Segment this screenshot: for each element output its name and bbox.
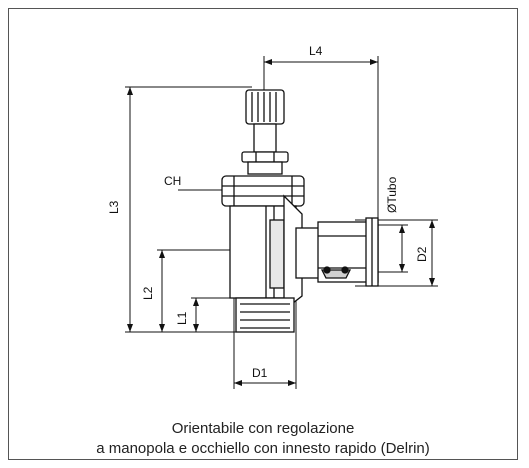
drawing-frame	[8, 8, 518, 460]
caption-line-1: Orientabile con regolazione	[171, 420, 355, 437]
lock-nut	[241, 151, 289, 163]
bottom-thread	[235, 297, 295, 333]
l2-label: L2	[141, 286, 155, 300]
tubo-label: ØTubo	[385, 176, 399, 213]
ch-label: CH	[164, 174, 181, 188]
d1-label: D1	[252, 366, 268, 380]
stem	[253, 123, 277, 153]
d2-label: D2	[415, 246, 429, 262]
l4-label: L4	[309, 44, 323, 58]
l1-label: L1	[175, 311, 189, 325]
connector-neck	[295, 227, 321, 279]
banjo-ring	[283, 194, 303, 312]
caption-line-2: a manopola e occhiello con innesto rapid…	[96, 440, 430, 457]
l3-label: L3	[107, 200, 121, 214]
fitting-body	[221, 89, 379, 333]
